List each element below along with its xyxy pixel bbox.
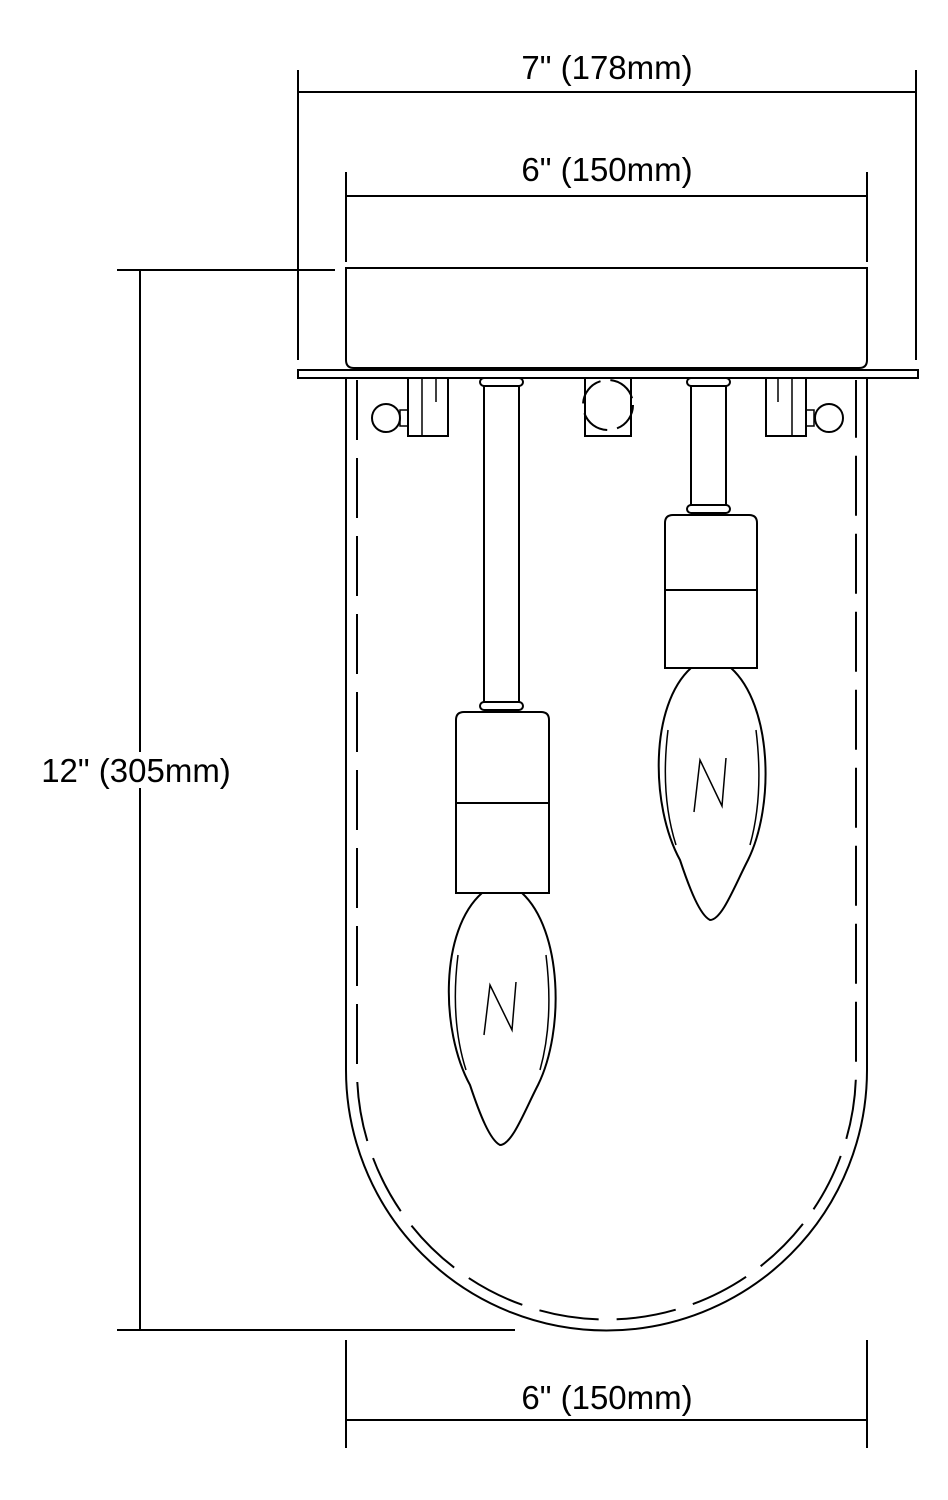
- bulb-right: [657, 667, 767, 922]
- bulb-left: [447, 892, 557, 1147]
- dimension-plate-width: 7" (178mm): [297, 49, 917, 360]
- glass-shade-outline: [345, 378, 868, 1332]
- plate-width-label: 7" (178mm): [521, 49, 692, 86]
- thumb-screw-left: [371, 377, 449, 437]
- glass-width-label: 6" (150mm): [521, 1379, 692, 1416]
- canopy-width-label: 6" (150mm): [521, 151, 692, 188]
- canopy: [345, 267, 868, 369]
- lamp-left: [447, 377, 557, 1147]
- dimension-glass-width: 6" (150mm): [345, 1340, 868, 1448]
- glass-shade-inner: [356, 380, 857, 1321]
- dimension-height: 12" (305mm): [20, 269, 515, 1331]
- lamp-right: [657, 377, 767, 922]
- dimension-canopy-width: 6" (150mm): [345, 151, 868, 262]
- height-label: 12" (305mm): [41, 752, 231, 789]
- thumb-screw-right: [765, 377, 844, 437]
- center-bracket: [582, 377, 634, 437]
- mounting-plate: [297, 369, 919, 379]
